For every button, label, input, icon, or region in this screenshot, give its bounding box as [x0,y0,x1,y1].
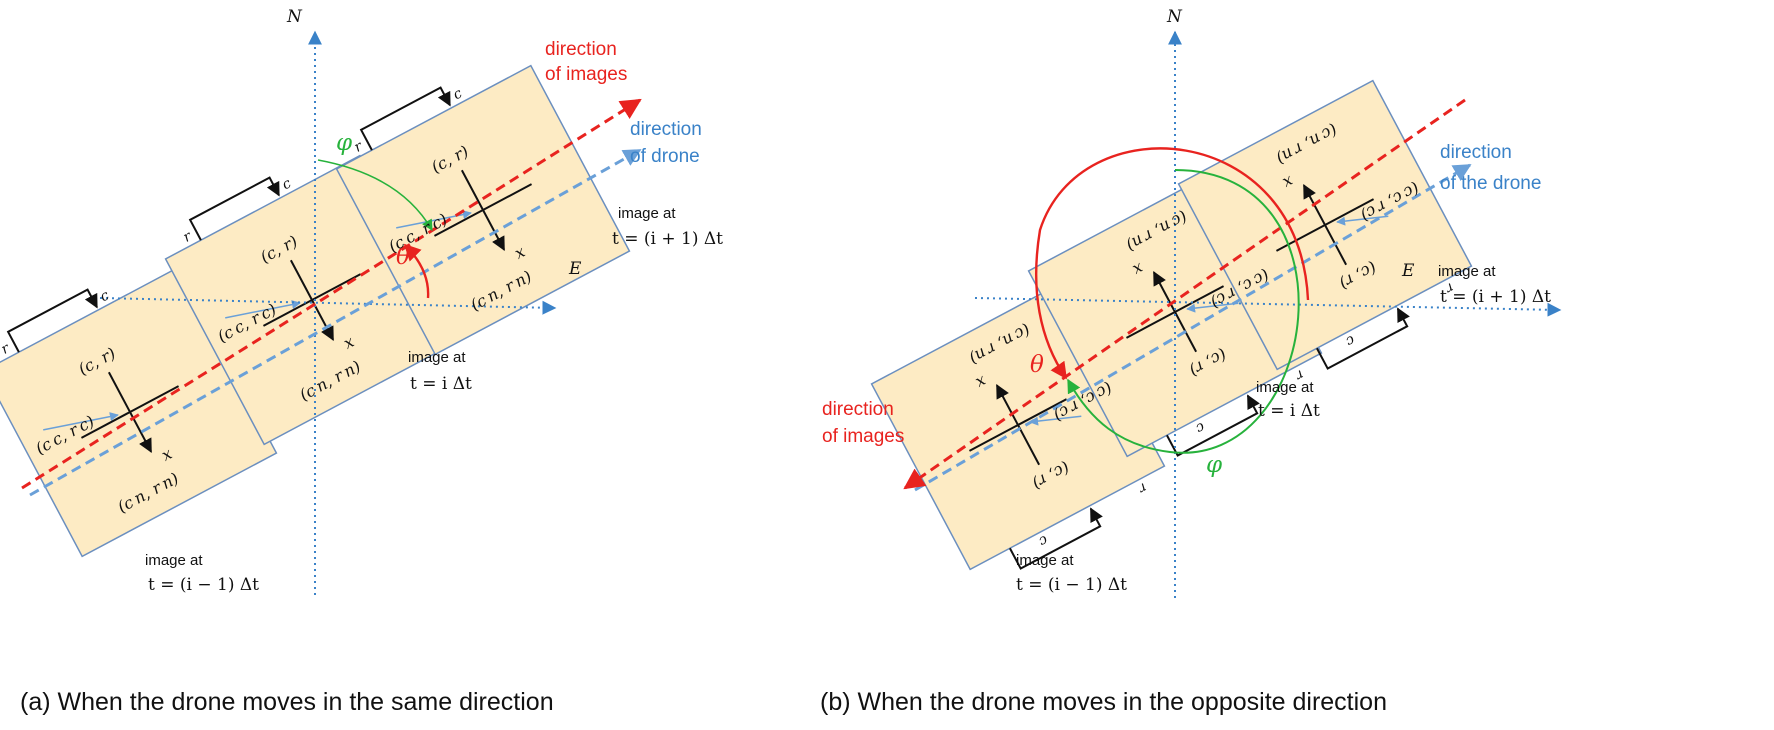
tile-prev-corner-c: c [97,287,112,305]
image-next-time: t = (i + 1) Δt [612,229,723,249]
images-direction-label-b2: of images [822,426,904,447]
tile-next-corner-c: c [450,85,465,103]
image-prev-time-b: t = (i − 1) Δt [1016,575,1127,595]
panel-b: N E direction of images direction of the… [820,7,1562,716]
tile-cur-corner-r: r [181,228,196,246]
drone-direction-label-2: of drone [630,146,700,167]
east-label-b: E [1401,261,1415,281]
theta-arc [403,243,430,299]
image-prev-label: image at [145,552,203,569]
theta-label-b: θ [1030,352,1044,378]
image-next-label-b: image at [1438,263,1496,280]
phi-label-b: φ [1206,452,1223,478]
drone-direction-line-b [914,163,1472,492]
phi-arc [317,159,433,231]
north-label-b: N [1166,7,1183,27]
drone-direction-line [29,148,642,497]
tile-prev-b-corner-c: c [1036,532,1051,550]
image-cur-label-b: image at [1256,379,1314,396]
drone-direction-label-1: direction [630,119,702,140]
image-next-label: image at [618,205,676,222]
tile-prev-b-corner-r: r [1135,479,1150,497]
phi-label: φ [336,130,353,156]
image-prev-time: t = (i − 1) Δt [148,575,259,595]
images-direction-label-2: of images [545,64,627,85]
image-cur-label: image at [408,349,466,366]
north-label: N [286,7,303,27]
tile-cur-corner-c: c [279,175,294,193]
theta-label: θ [396,244,410,270]
phi-arc-b [1067,169,1300,454]
east-label: E [568,259,582,279]
panel-a: N E direction of images direction of dro… [0,7,723,716]
theta-arc-b [1035,147,1310,380]
tile-next-b-corner-c: c [1343,332,1358,350]
east-axis-b [974,297,1562,317]
image-cur-time-b: t = i Δt [1258,401,1320,421]
images-direction-label-b1: direction [822,399,894,420]
images-direction-label-1: direction [545,39,617,60]
image-next-time-b: t = (i + 1) Δt [1440,287,1551,307]
east-axis [99,297,557,315]
caption-b: (b) When the drone moves in the opposite… [820,688,1387,716]
tile-prev-corner-r: r [0,340,13,358]
tile-cur-b-corner-c: c [1193,419,1208,437]
image-cur-time: t = i Δt [410,374,472,394]
drone-direction-label-b2: of the drone [1440,173,1541,194]
caption-a: (a) When the drone moves in the same dir… [20,688,554,716]
tile-next-corner-r: r [352,138,367,156]
drone-direction-label-b1: direction [1440,142,1512,163]
image-prev-label-b: image at [1016,552,1074,569]
images-direction-line-b [903,98,1466,490]
images-direction-line [21,98,642,490]
